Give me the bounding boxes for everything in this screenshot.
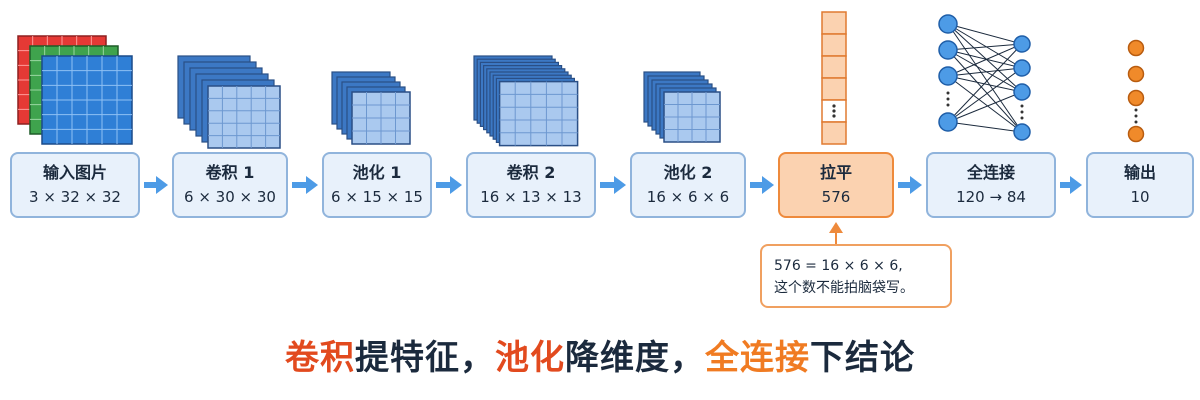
fc-connection xyxy=(947,43,1023,77)
output-neuron xyxy=(1127,39,1145,57)
caption-text-2: 降维度， xyxy=(565,338,705,378)
arrow-6-head xyxy=(910,176,922,194)
arrow-5-head xyxy=(762,176,774,194)
stage-box-flatten: 拉平 576 xyxy=(778,152,894,218)
fc-connection xyxy=(947,43,1023,51)
stage-title: 全连接 xyxy=(966,163,1015,182)
caption-pool: 池化 xyxy=(495,338,565,378)
fc-dot xyxy=(946,97,950,101)
note-arrow-head xyxy=(829,222,843,233)
fc-neuron xyxy=(938,40,958,60)
fc-connection xyxy=(947,75,1023,133)
fc-connection xyxy=(947,67,1023,77)
arrow-4-head xyxy=(614,176,626,194)
stage-box-pool2: 池化 2 16 × 6 × 6 xyxy=(630,152,746,218)
fc-dot xyxy=(1020,104,1024,108)
stage-box-output: 输出 10 xyxy=(1086,152,1194,218)
caption: 卷积提特征，池化降维度，全连接下结论 xyxy=(0,330,1200,379)
flatten-cell xyxy=(821,77,847,101)
stage-dims: 6 × 15 × 15 xyxy=(331,188,423,206)
stage-box-input: 输入图片 3 × 32 × 32 xyxy=(10,152,140,218)
flatten-cell xyxy=(821,121,847,145)
flatten-note: 576 = 16 × 6 × 6, 这个数不能拍脑袋写。 xyxy=(760,244,952,308)
stage-title: 卷积 2 xyxy=(506,163,556,182)
fc-neuron xyxy=(938,66,958,86)
fc-connection xyxy=(947,23,1023,93)
fc-neuron xyxy=(1013,35,1031,53)
stage-box-conv1: 卷积 1 6 × 30 × 30 xyxy=(172,152,288,218)
fc-dot xyxy=(946,103,950,107)
stage-title: 输出 xyxy=(1123,163,1156,182)
fc-neuron xyxy=(1013,83,1031,101)
fc-connection xyxy=(947,75,1023,93)
stage-dims: 576 xyxy=(821,188,851,206)
output-dot xyxy=(1134,108,1138,112)
fc-connection xyxy=(947,49,1023,133)
caption-fc: 全连接 xyxy=(705,338,810,378)
flatten-dot xyxy=(832,114,836,118)
output-neuron xyxy=(1127,89,1145,107)
caption-conv: 卷积 xyxy=(285,338,355,378)
stage-dims: 6 × 30 × 30 xyxy=(184,188,276,206)
output-dot xyxy=(1134,114,1138,118)
conv1-feature-map-front xyxy=(207,85,281,149)
stage-title: 池化 2 xyxy=(663,163,713,182)
note-line-2: 这个数不能拍脑袋写。 xyxy=(774,280,914,296)
caption-text-3: 下结论 xyxy=(810,338,915,378)
fc-connection xyxy=(947,43,1023,123)
stage-box-pool1: 池化 1 6 × 15 × 15 xyxy=(322,152,432,218)
conv2-feature-map-front xyxy=(498,80,579,147)
stage-dims: 120 → 84 xyxy=(956,188,1026,206)
flatten-cell xyxy=(821,11,847,35)
fc-connection xyxy=(947,49,1023,69)
fc-dot xyxy=(1020,110,1024,114)
fc-connection xyxy=(947,49,1023,93)
output-neuron xyxy=(1127,65,1145,83)
fc-connection xyxy=(947,121,1023,133)
output-neuron xyxy=(1127,125,1145,143)
stage-title: 池化 1 xyxy=(352,163,402,182)
fc-dot xyxy=(1020,116,1024,120)
flatten-cell xyxy=(821,33,847,57)
stage-title: 输入图片 xyxy=(42,163,107,182)
arrow-7-head xyxy=(1070,176,1082,194)
stage-box-fc: 全连接 120 → 84 xyxy=(926,152,1056,218)
stage-dims: 10 xyxy=(1130,188,1150,206)
fc-connection xyxy=(947,67,1023,123)
arrow-1-head xyxy=(156,176,168,194)
caption-text-1: 提特征， xyxy=(355,338,495,378)
fc-neuron xyxy=(1013,59,1031,77)
fc-connection xyxy=(947,91,1023,123)
flatten-cell xyxy=(821,55,847,79)
fc-dot xyxy=(946,91,950,95)
fc-connection xyxy=(947,23,1023,133)
arrow-2-head xyxy=(306,176,318,194)
fc-neuron xyxy=(1013,123,1031,141)
flatten-dot xyxy=(832,104,836,108)
note-line-1: 576 = 16 × 6 × 6, xyxy=(774,258,903,274)
output-dot xyxy=(1134,120,1138,124)
fc-connection xyxy=(947,23,1023,45)
arrow-3-head xyxy=(450,176,462,194)
stage-dims: 16 × 6 × 6 xyxy=(646,188,730,206)
stage-title: 拉平 xyxy=(819,163,852,182)
fc-connection xyxy=(947,23,1023,69)
stage-title: 卷积 1 xyxy=(205,163,255,182)
stage-dims: 3 × 32 × 32 xyxy=(29,188,121,206)
fc-neuron xyxy=(938,112,958,132)
stage-dims: 16 × 13 × 13 xyxy=(480,188,582,206)
fc-neuron xyxy=(938,14,958,34)
stage-box-conv2: 卷积 2 16 × 13 × 13 xyxy=(466,152,596,218)
flatten-dot xyxy=(832,109,836,113)
